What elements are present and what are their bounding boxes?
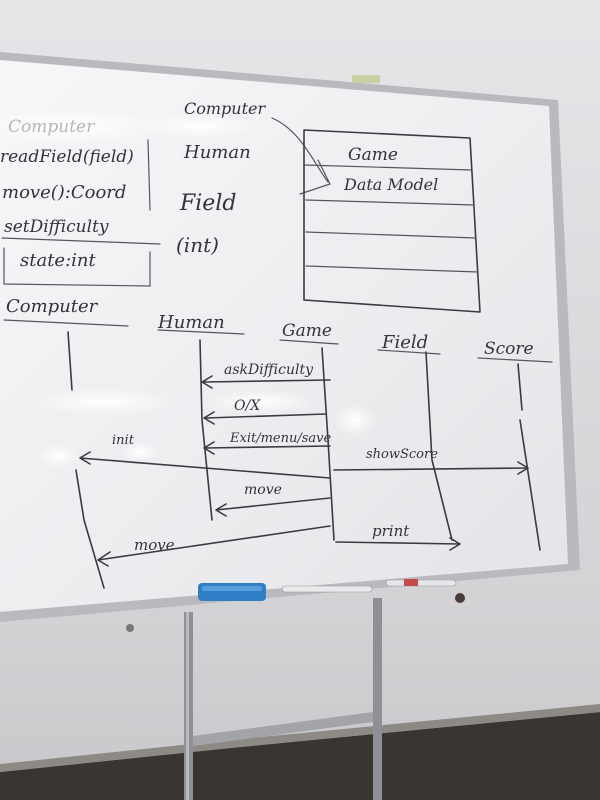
svg-text:readField(field): readField(field) xyxy=(0,147,134,167)
svg-text:setDifficulty: setDifficulty xyxy=(4,217,109,237)
svg-text:move():Coord: move():Coord xyxy=(2,182,126,203)
floor xyxy=(0,712,600,800)
svg-text:Computer: Computer xyxy=(8,117,95,137)
svg-text:state:int: state:int xyxy=(20,250,97,271)
marker-cap xyxy=(455,593,465,603)
sequence-diagram: Computer Human Game Field Score askDiffi… xyxy=(3,296,553,589)
lifeline-label-computer: Computer xyxy=(6,296,99,317)
svg-text:move: move xyxy=(244,482,282,498)
board-surface xyxy=(0,60,568,612)
svg-text:move: move xyxy=(134,536,175,554)
lifeline-label-game: Game xyxy=(282,321,332,341)
svg-text:askDifficulty: askDifficulty xyxy=(224,362,314,378)
svg-text:Exit/menu/save: Exit/menu/save xyxy=(229,431,331,446)
svg-text:Game: Game xyxy=(348,145,398,165)
lifeline-label-human: Human xyxy=(157,312,225,333)
svg-text:O/X: O/X xyxy=(234,398,261,414)
baseboard xyxy=(0,704,600,772)
type-labels: Computer Human Field (int) xyxy=(176,99,331,257)
marker-tray xyxy=(126,579,465,632)
lifeline-label-score: Score xyxy=(484,339,534,359)
svg-text:Human: Human xyxy=(183,142,251,163)
class-notes: Computer readField(field) move():Coord s… xyxy=(0,117,161,287)
svg-text:init: init xyxy=(112,433,135,448)
board-clip xyxy=(352,75,380,83)
data-model-box: Game Data Model xyxy=(303,129,481,313)
svg-text:(int): (int) xyxy=(176,233,219,257)
svg-text:Computer: Computer xyxy=(184,99,266,118)
svg-text:showScore: showScore xyxy=(366,447,438,462)
svg-text:print: print xyxy=(372,522,410,540)
svg-text:Data Model: Data Model xyxy=(343,175,438,194)
eraser xyxy=(198,583,266,601)
bolt xyxy=(126,624,134,632)
light-glare xyxy=(0,108,377,468)
lifeline-label-field: Field xyxy=(381,332,428,353)
whiteboard-stand xyxy=(184,598,382,800)
marker xyxy=(385,579,457,587)
svg-text:Field: Field xyxy=(179,191,236,216)
marker xyxy=(281,585,373,593)
